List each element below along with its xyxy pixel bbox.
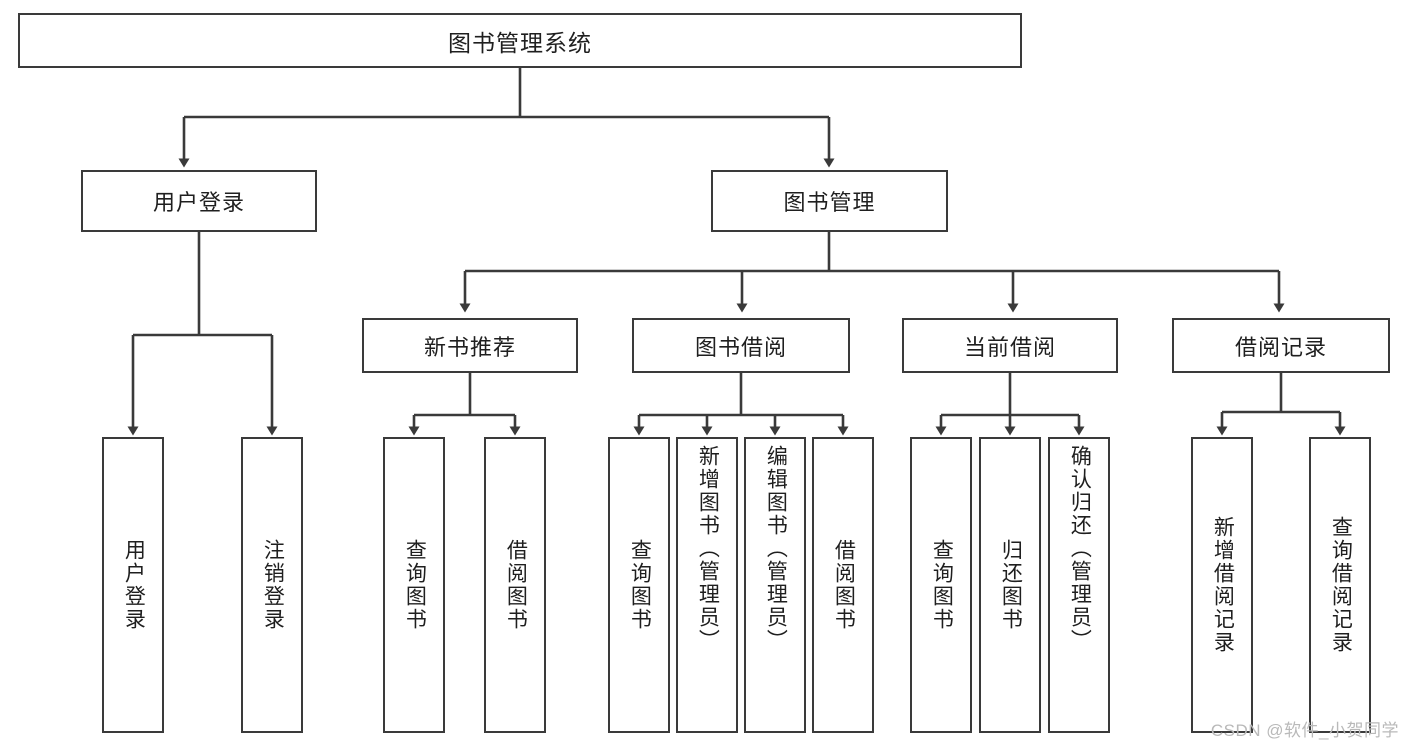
leaf-add-borrow-record-label: 新增借阅记录 [1211, 516, 1235, 654]
leaf-confirm-return-admin[interactable]: 确认归还（管理员） [1048, 437, 1110, 733]
leaf-borrow-book-label: 借阅图书 [832, 539, 856, 631]
leaf-query-borrow-record[interactable]: 查询借阅记录 [1309, 437, 1371, 733]
leaf-user-logout[interactable]: 注销登录 [241, 437, 303, 733]
node-user-login[interactable]: 用户登录 [81, 170, 317, 232]
leaf-edit-book-admin-label: 编辑图书（管理员） [764, 445, 788, 652]
leaf-new-book-borrow[interactable]: 借阅图书 [484, 437, 546, 733]
leaf-user-login-label: 用户登录 [122, 539, 146, 631]
node-root-label: 图书管理系统 [448, 29, 592, 56]
leaf-user-login[interactable]: 用户登录 [102, 437, 164, 733]
node-book-borrow-label: 图书借阅 [694, 334, 787, 360]
leaf-borrow-query-book-label: 查询图书 [628, 539, 652, 631]
leaf-new-book-query[interactable]: 查询图书 [383, 437, 445, 733]
leaf-edit-book-admin[interactable]: 编辑图书（管理员） [744, 437, 806, 733]
leaf-new-book-query-label: 查询图书 [403, 539, 427, 631]
leaf-confirm-return-admin-label: 确认归还（管理员） [1068, 445, 1092, 652]
node-current-borrow[interactable]: 当前借阅 [902, 318, 1118, 373]
node-borrow-record-label: 借阅记录 [1234, 334, 1327, 360]
node-new-book-recommend-label: 新书推荐 [423, 334, 516, 360]
leaf-add-book-admin[interactable]: 新增图书（管理员） [676, 437, 738, 733]
leaf-borrow-book[interactable]: 借阅图书 [812, 437, 874, 733]
node-root[interactable]: 图书管理系统 [18, 13, 1022, 68]
node-user-login-label: 用户登录 [152, 190, 245, 215]
node-book-management-label: 图书管理 [783, 190, 876, 215]
leaf-add-borrow-record[interactable]: 新增借阅记录 [1191, 437, 1253, 733]
leaf-current-query-book-label: 查询图书 [930, 539, 954, 631]
node-book-management[interactable]: 图书管理 [711, 170, 948, 232]
leaf-add-book-admin-label: 新增图书（管理员） [696, 445, 720, 652]
leaf-borrow-query-book[interactable]: 查询图书 [608, 437, 670, 733]
watermark: CSDN @软件_小贺同学 [1210, 721, 1399, 740]
leaf-return-book[interactable]: 归还图书 [979, 437, 1041, 733]
leaf-query-borrow-record-label: 查询借阅记录 [1329, 516, 1353, 654]
leaf-user-logout-label: 注销登录 [261, 539, 285, 631]
node-new-book-recommend[interactable]: 新书推荐 [362, 318, 578, 373]
node-borrow-record[interactable]: 借阅记录 [1172, 318, 1390, 373]
leaf-new-book-borrow-label: 借阅图书 [504, 539, 528, 631]
leaf-current-query-book[interactable]: 查询图书 [910, 437, 972, 733]
node-book-borrow[interactable]: 图书借阅 [632, 318, 850, 373]
node-current-borrow-label: 当前借阅 [963, 334, 1056, 360]
leaf-return-book-label: 归还图书 [999, 539, 1023, 631]
